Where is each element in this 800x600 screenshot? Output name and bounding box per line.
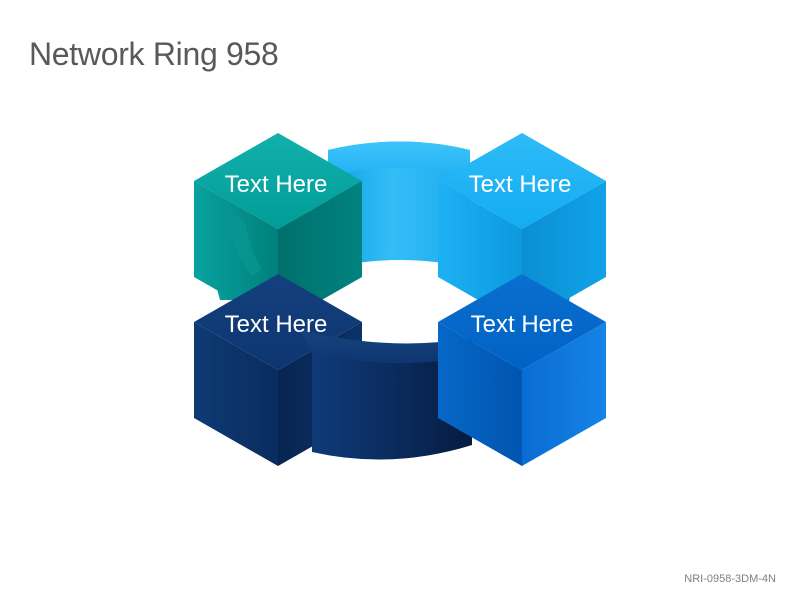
slide-title: Network Ring 958 bbox=[29, 36, 279, 72]
ring-back-segment bbox=[328, 141, 470, 268]
node-2-label: Text Here bbox=[469, 171, 572, 198]
cube-node-4 bbox=[438, 274, 606, 466]
ring-front-segment bbox=[300, 330, 472, 460]
node-3-label: Text Here bbox=[225, 311, 328, 338]
node-1-label: Text Here bbox=[225, 171, 328, 198]
node-4-label: Text Here bbox=[471, 311, 574, 338]
slide-code: NRI-0958-3DM-4N bbox=[684, 573, 776, 585]
cube-node-2 bbox=[438, 133, 606, 325]
